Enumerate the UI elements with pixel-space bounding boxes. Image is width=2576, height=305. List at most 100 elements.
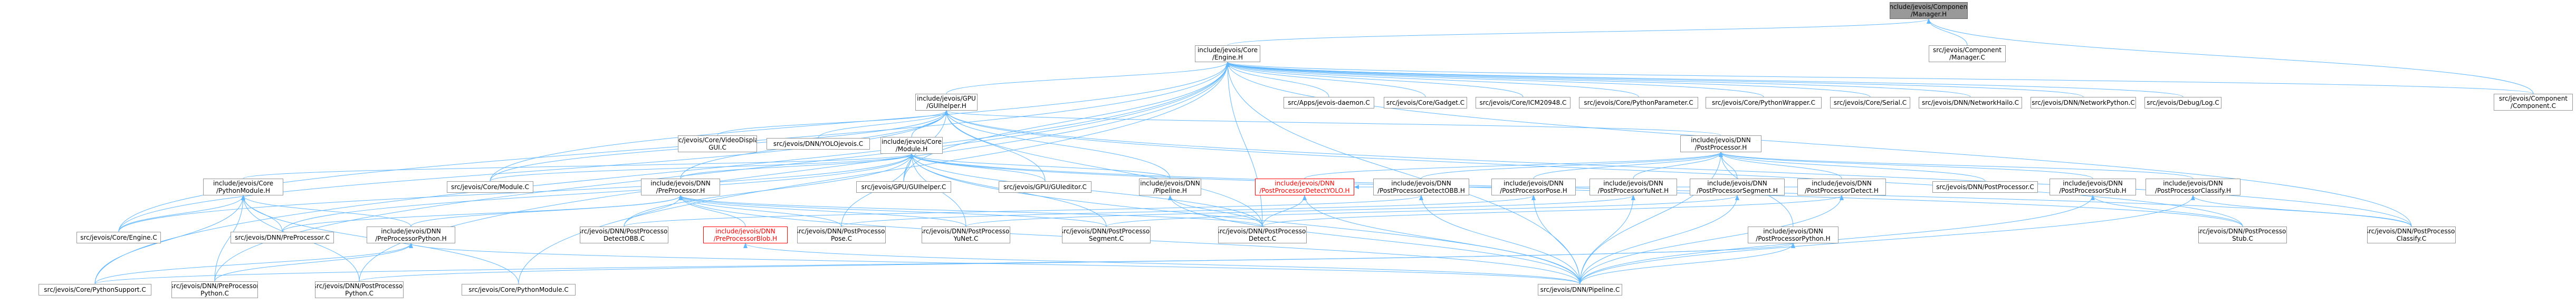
- node-dnn-postprocessorclassify-h[interactable]: include/jevois/DNN /PostProcessorClassif…: [2146, 179, 2240, 195]
- node-dnn-postprocessorpython-h[interactable]: include/jevois/DNN /PostProcessorPython.…: [1748, 227, 1838, 243]
- edge-dnn_nethailo_c-to-core_engine_h: [1225, 62, 1971, 97]
- node-dnn-postprocessorstub-h[interactable]: include/jevois/DNN /PostProcessorStub.H: [2050, 179, 2136, 195]
- edge-dnn_pipeline_c-to-dnn_ppclassify_h: [1579, 195, 2195, 284]
- edge-dnn_pipeline_c-to-dnn_preblob_h: [743, 243, 1581, 284]
- node-dnn-preprocessorpython-h[interactable]: include/jevois/DNN /PreProcessorPython.H: [367, 227, 455, 243]
- node-gpu-guieditor-c[interactable]: src/jevois/GPU/GUIeditor.C: [999, 181, 1091, 193]
- edge-core_engine_h-to-component_manager_h: [1227, 18, 1931, 46]
- node-core-videodisplaygui-c[interactable]: src/jevois/Core/VideoDisplay GUI.C: [678, 135, 757, 152]
- node-dnn-postprocessorsegment-h[interactable]: include/jevois/DNN /PostProcessorSegment…: [1690, 179, 1785, 195]
- edge-core_videodisplaygui_c-to-gpu_guihelper_h: [717, 110, 949, 136]
- edge-dnn_ppyunet_c-to-dnn_preprocessor_h: [678, 195, 966, 227]
- node-core-pythonsupport-c[interactable]: src/jevois/Core/PythonSupport.C: [39, 284, 151, 296]
- edge-core_pythonsupport_c-to-dnn_pppython_h: [94, 243, 1795, 284]
- node-core-module-h[interactable]: include/jevois/Core /Module.H: [880, 137, 943, 154]
- edge-dnn_pipeline_c-to-dnn_ppdetectyolo_h: [1303, 195, 1581, 284]
- edge-core_module_h-to-gpu_guihelper_h: [911, 110, 949, 137]
- node-dnn-preprocessor-c[interactable]: src/jevois/DNN/PreProcessor.C: [231, 232, 334, 243]
- node-core-serial-c[interactable]: src/jevois/Core/Serial.C: [1830, 97, 1910, 109]
- node-dnn-postprocessoryunet-c[interactable]: src/jevois/DNN/PostProcessor YuNet.C: [922, 227, 1010, 243]
- node-core-pythonparameter-c[interactable]: src/jevois/Core/PythonParameter.C: [1579, 97, 1698, 109]
- node-dnn-preprocessorpython-c[interactable]: src/jevois/DNN/PreProcessor Python.C: [171, 281, 258, 298]
- node-dnn-postprocessordetectobb-c[interactable]: src/jevois/DNN/PostProcessor DetectOBB.C: [580, 227, 668, 243]
- node-dnn-postprocessorpose-c[interactable]: src/jevois/DNN/PostProcessor Pose.C: [797, 227, 886, 243]
- edge-dnn_ppdetectobb_c-to-dnn_preprocessor_h: [624, 195, 683, 227]
- edge-dnn_ppclassify_c-to-gpu_guihelper_h: [944, 110, 2412, 227]
- node-dnn-networkhailo-c[interactable]: src/jevois/DNN/NetworkHailo.C: [1919, 97, 2022, 109]
- edge-dnn_pipeline_c-to-dnn_pipeline_h: [1168, 195, 1581, 284]
- edge-dnn_ppdetectobb_c-to-dnn_ppdetectobb_h: [624, 195, 1423, 227]
- edge-dnn_pipeline_c-to-dnn_ppdetectobb_h: [1419, 195, 1581, 284]
- edge-dnn_prepython_c-to-core_pythonmodule_h: [214, 195, 245, 282]
- edge-dnn_preprocessor_c-to-core_module_h: [282, 153, 914, 232]
- edge-core_engine_c-to-core_module_h: [118, 153, 914, 232]
- edge-core_module_c-to-core_module_h: [490, 153, 914, 182]
- edge-dnn_yolojevois_c-to-gpu_guihelper_h: [818, 110, 949, 139]
- edge-core_engine_c-to-gpu_guihelper_h: [118, 110, 949, 232]
- node-core-pythonmodule-c[interactable]: src/jevois/Core/PythonModule.C: [462, 284, 576, 296]
- node-dnn-preprocessor-h[interactable]: include/jevois/DNN /PreProcessor.H: [641, 179, 720, 195]
- node-core-pythonwrapper-c[interactable]: src/jevois/Core/PythonWrapper.C: [1706, 97, 1822, 109]
- node-core-gadget-c[interactable]: src/jevois/Core/Gadget.C: [1384, 97, 1467, 109]
- node-dnn-postprocessorpose-h[interactable]: include/jevois/DNN /PostProcessorPose.H: [1491, 179, 1576, 195]
- node-dnn-postprocessordetectyolo-h[interactable]: include/jevois/DNN /PostProcessorDetectY…: [1255, 179, 1354, 195]
- edge-gpu_guieditor_c-to-core_module_h: [909, 153, 1046, 182]
- node-core-icm20948-c[interactable]: src/jevois/Core/ICM20948.C: [1476, 97, 1571, 109]
- edge-dnn_postprocessor_c-to-dnn_postprocessor_h: [1719, 152, 1986, 182]
- node-component-component-c[interactable]: src/jevois/Component /Component.C: [2494, 94, 2573, 111]
- edge-dnn_preprocessor_h-to-core_module_h: [680, 153, 914, 179]
- node-dnn-yolojevois-c[interactable]: src/jevois/DNN/YOLOjevois.C: [767, 138, 870, 150]
- edge-dnn_pipeline_c-to-dnn_pppython_h: [1579, 243, 1795, 284]
- edge-apps_daemon_c-to-core_engine_h: [1225, 62, 1329, 97]
- edge-dnn_ppdetectobb_c-to-core_module_h: [624, 153, 914, 227]
- edge-dnn_pipeline_c-to-dnn_ppdetect_h: [1579, 195, 1844, 284]
- node-dnn-postprocessorclassify-c[interactable]: src/jevois/DNN/PostProcessor Classify.C: [2367, 227, 2456, 243]
- node-dnn-postprocessorsegment-c[interactable]: src/jevois/DNN/PostProcessor Segment.C: [1062, 227, 1151, 243]
- edge-core_pythonsupport_c-to-dnn_prepython_h: [94, 243, 413, 284]
- node-core-pythonmodule-h[interactable]: include/jevois/Core /PythonModule.H: [203, 179, 283, 195]
- node-core-engine-c[interactable]: src/jevois/Core/Engine.C: [76, 232, 161, 243]
- node-dnn-pipeline-h[interactable]: include/jevois/DNN /Pipeline.H: [1139, 179, 1201, 195]
- edge-dnn_pppose_c-to-dnn_pppose_h: [841, 195, 1536, 227]
- node-gpu-guihelper-h[interactable]: include/jevois/GPU /GUIhelper.H: [915, 94, 978, 111]
- edge-core_pythonmodule_c-to-core_engine_h: [518, 62, 1230, 284]
- node-dnn-postprocessor-c[interactable]: src/jevois/DNN/PostProcessor.C: [1932, 181, 2038, 193]
- node-core-module-c[interactable]: src/jevois/Core/Module.C: [447, 181, 533, 193]
- edge-core_serial_c-to-core_engine_h: [1225, 62, 1871, 97]
- edge-dnn_ppclassify_c-to-core_engine_h: [1225, 62, 2412, 227]
- node-gpu-guihelper-c[interactable]: src/jevois/GPU/GUIhelper.C: [856, 181, 951, 193]
- node-dnn-postprocessordetect-c[interactable]: src/jevois/DNN/PostProcessor Detect.C: [1218, 227, 1307, 243]
- edge-dnn_pipeline_h-to-gpu_guihelper_h: [944, 110, 1171, 179]
- edge-dnn_ppsegment_c-to-dnn_ppsegment_h: [1106, 195, 1739, 227]
- node-dnn-preprocessorblob-h[interactable]: include/jevois/DNN /PreProcessorBlob.H: [703, 227, 788, 243]
- node-dnn-postprocessorstub-c[interactable]: src/jevois/DNN/PostProcessor Stub.C: [2198, 227, 2287, 243]
- node-dnn-postprocessor-h[interactable]: include/jevois/DNN /PostProcessor.H: [1680, 135, 1761, 152]
- edge-dnn_pipeline_c-to-dnn_ppsegment_h: [1579, 195, 1739, 284]
- node-dnn-postprocessoryunet-h[interactable]: include/jevois/DNN /PostProcessorYuNet.H: [1589, 179, 1677, 195]
- node-dnn-postprocessorpython-c[interactable]: src/jevois/DNN/PostProcessor Python.C: [315, 281, 404, 298]
- edge-dnn_postprocessor_h-to-gpu_guihelper_h: [944, 110, 1721, 136]
- node-dnn-postprocessordetectobb-h[interactable]: include/jevois/DNN /PostProcessorDetectO…: [1373, 179, 1469, 195]
- edge-dnn_ppclassify_c-to-dnn_ppclassify_h: [2191, 195, 2412, 227]
- edge-dnn_ppyunet_c-to-dnn_ppyunet_h: [965, 195, 1635, 227]
- edge-dnn_pipeline_h-to-core_module_h: [909, 153, 1171, 179]
- node-component-manager-c[interactable]: src/jevois/Component /Manager.C: [1929, 45, 2006, 62]
- node-dnn-pipeline-c[interactable]: src/jevois/DNN/Pipeline.C: [1538, 284, 1622, 296]
- edge-component_component_c-to-core_engine_h: [1225, 62, 2534, 94]
- edge-core_pyparam_c-to-core_engine_h: [1225, 62, 1639, 97]
- node-dnn-postprocessordetect-h[interactable]: include/jevois/DNN /PostProcessorDetect.…: [1797, 179, 1886, 195]
- edge-component_manager_c-to-component_manager_h: [1927, 18, 1968, 46]
- edge-dnn_preblob_h-to-dnn_preprocessor_h: [678, 195, 746, 227]
- node-core-engine-h[interactable]: include/jevois/Core /Engine.H: [1195, 45, 1260, 62]
- node-dnn-networkpython-c[interactable]: src/jevois/DNN/NetworkPython.C: [2031, 97, 2136, 109]
- edge-core_pythonsupport_c-to-core_pythonmodule_h: [94, 195, 245, 284]
- node-apps-daemon-c[interactable]: src/Apps/jevois-daemon.C: [1284, 97, 1374, 109]
- node-debug-log-c[interactable]: src/jevois/Debug/Log.C: [2144, 97, 2221, 109]
- edge-component_component_c-to-component_manager_h: [1927, 18, 2534, 94]
- edge-dnn_ppstub_h-to-dnn_postprocessor_h: [1719, 152, 2093, 179]
- edge-dnn_prepython_c-to-core_engine_h: [214, 62, 1230, 282]
- edge-core_engine_c-to-core_engine_h: [118, 62, 1230, 232]
- edge-dnn_prepython_c-to-dnn_prepython_h: [214, 243, 413, 282]
- edge-dnn_pipeline_c-to-core_module_h: [909, 153, 1581, 284]
